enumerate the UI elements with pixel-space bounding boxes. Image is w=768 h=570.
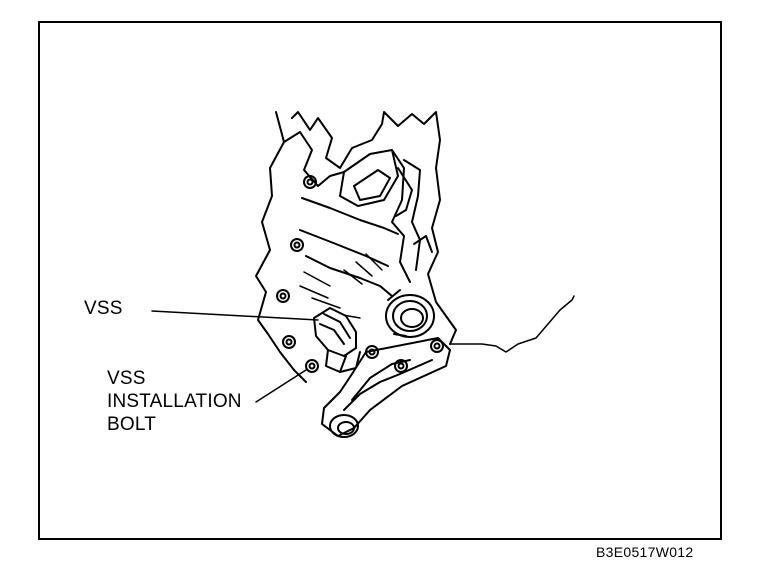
case-web (413, 235, 433, 253)
output-shaft-seal (385, 289, 435, 338)
vss-callout: VSS (84, 298, 123, 319)
case-rib (299, 229, 389, 267)
vss-installation-bolt-callout: VSS INSTALLATION BOLT (107, 367, 242, 436)
case-rib (305, 255, 393, 297)
case-bolt (276, 289, 290, 303)
vss-leader-line (151, 310, 319, 321)
callout-line: VSS (107, 368, 146, 389)
vss-installation-bolt (305, 359, 319, 373)
case-web (395, 167, 413, 217)
case-bolt (303, 175, 317, 189)
case-shading (299, 271, 361, 319)
figure-frame (38, 21, 722, 540)
figure-code: B3E0517W012 (596, 544, 694, 560)
vss-bolt-leader-line (255, 369, 307, 403)
mount-bracket (321, 337, 451, 438)
case-rib (301, 197, 399, 235)
case-shading (343, 253, 383, 285)
case-web (317, 171, 345, 187)
case-pocket (339, 149, 399, 207)
case-web (391, 149, 411, 283)
case-bolt (290, 238, 304, 252)
case-pocket (353, 169, 391, 201)
case-web (403, 159, 421, 271)
callout-line: BOLT (107, 414, 157, 435)
case-bolt (282, 335, 296, 349)
wiring-harness (449, 295, 575, 353)
vss-sensor (313, 307, 361, 373)
callout-line: INSTALLATION (107, 391, 242, 412)
